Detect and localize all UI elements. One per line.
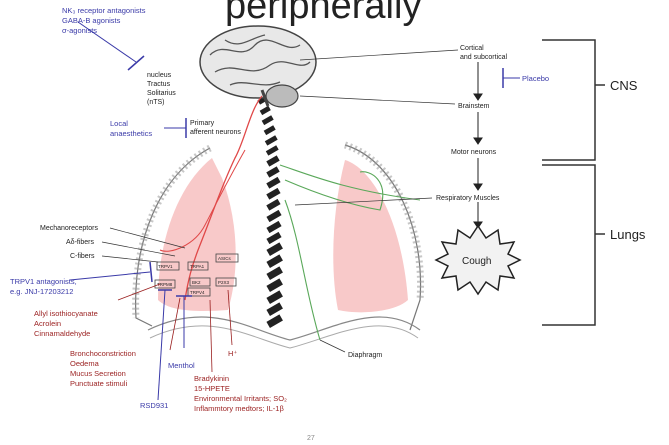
- slide-title: peripherally: [225, 0, 421, 27]
- adelta-fibers-label: Aδ-fibers: [66, 239, 95, 246]
- lungs-bracket: [542, 165, 595, 325]
- stimulus-proton-label: H⁺: [228, 349, 237, 358]
- stimulus-mucus-label: Mucus Secretion: [70, 369, 126, 378]
- receptor-asics-label: ASICs: [218, 256, 232, 261]
- brainstem-label: Brainstem: [458, 103, 490, 110]
- trpv1-antagonist-label-2: e.g. JNJ-17203212: [10, 287, 73, 296]
- diaphragm-label: Diaphragm: [348, 352, 382, 359]
- vertebra: [266, 290, 282, 304]
- cough-label: Cough: [462, 256, 491, 267]
- vertebra: [266, 188, 280, 200]
- stimulus-irritants-label: Environmental Irritants; SO₂: [194, 394, 287, 403]
- gaba-b-label: GABA-B agonists: [62, 16, 121, 25]
- nts-label-4: (nTS): [147, 99, 165, 106]
- nts-label-3: Solitarius: [147, 90, 176, 97]
- diaphragm-pointer: [320, 340, 345, 352]
- rsd931-line: [158, 290, 165, 400]
- primary-afferent-label-2: afferent neurons: [190, 129, 241, 136]
- flow-arrowhead: [474, 94, 482, 100]
- vertebra: [266, 166, 279, 177]
- right-lung: [333, 160, 408, 312]
- rsd931-label: RSD931: [140, 401, 168, 410]
- nts-label-2: Tractus: [147, 81, 171, 88]
- vertebra: [264, 125, 276, 135]
- flow-arrowhead: [474, 138, 482, 144]
- vertebra: [260, 106, 271, 115]
- flow-arrows: [474, 62, 482, 228]
- stimulus-punctuate-label: Punctuate stimuli: [70, 379, 127, 388]
- local-anaesthetics-label-2: anaesthetics: [110, 129, 152, 138]
- diaphragm-outline: [148, 317, 420, 340]
- primary-afferent-label-1: Primary: [190, 120, 215, 127]
- stimulus-hpete-label: 15-HPETE: [194, 384, 230, 393]
- placebo-label: Placebo: [522, 74, 549, 83]
- vertebra: [266, 242, 282, 256]
- vertebra: [266, 177, 280, 189]
- cns-region-label: CNS: [610, 78, 638, 93]
- cortical-label-2: and subcortical: [460, 54, 508, 61]
- local-anaesthetics-label-1: Local: [110, 119, 128, 128]
- receptor-trpa1-label: TRPA1: [190, 264, 205, 269]
- menthol-label: Menthol: [168, 361, 195, 370]
- vertebra: [262, 115, 274, 125]
- receptor-trpv1-label: TRPV1: [158, 264, 173, 269]
- motor-neurons-label: Motor neurons: [451, 149, 497, 156]
- c-fibers-label: C-fibers: [70, 253, 95, 260]
- stimulus-oedema-label: Oedema: [70, 359, 100, 368]
- right-lung-group: [333, 145, 420, 330]
- vertebra: [266, 232, 281, 244]
- cortical-pointer: [300, 50, 458, 60]
- flow-arrowhead: [474, 184, 482, 190]
- stimulus-allyl-label: Allyl isothiocyanate: [34, 309, 98, 318]
- brain-cerebellum: [266, 85, 298, 107]
- vertebra: [266, 266, 282, 280]
- vertebra: [266, 278, 282, 292]
- vertebra: [265, 135, 278, 145]
- brainstem-pointer: [300, 96, 455, 104]
- trpv1-antagonist-bar: [150, 262, 152, 282]
- vertebra: [266, 210, 281, 222]
- diaphragm-outline-inner: [150, 326, 418, 348]
- vertebra: [266, 302, 282, 316]
- vertebra: [266, 314, 282, 328]
- receptor-p2x3-label: P2X3: [218, 280, 230, 285]
- stimulus-arrow: [118, 284, 160, 300]
- receptor-trpv4-label: TRPV4: [190, 290, 205, 295]
- vertebra: [266, 145, 279, 155]
- cns-bracket: [542, 40, 595, 160]
- mechanoreceptors-label: Mechanoreceptors: [40, 225, 98, 232]
- lungs-region-label: Lungs: [610, 227, 646, 242]
- brain: [200, 26, 316, 107]
- stimulus-cinnamaldehyde-label: Cinnamaldehyde: [34, 329, 90, 338]
- vertebra: [266, 254, 282, 268]
- sigma-agonist-label: σ-agonists: [62, 26, 97, 35]
- cortical-label-1: Cortical: [460, 45, 484, 52]
- stimulus-acrolein-label: Acrolein: [34, 319, 61, 328]
- respiratory-muscles-label: Respiratory Muscles: [436, 195, 500, 202]
- stimulus-bradykinin-label: Bradykinin: [194, 374, 229, 383]
- page-number: 27: [307, 435, 315, 442]
- vertebra: [266, 155, 279, 166]
- stimulus-inflammatory-label: Inflammtory medtors; IL-1β: [194, 404, 284, 413]
- nk3-antagonist-label: NK₃ receptor antagonists: [62, 6, 146, 15]
- trpv1-antagonist-label-1: TRPV1 antagonists,: [10, 277, 77, 286]
- spinal-column: [258, 96, 283, 328]
- vertebra: [266, 199, 280, 211]
- stimulus-bronchoconstriction-label: Bronchoconstriction: [70, 349, 136, 358]
- vertebra: [266, 221, 281, 233]
- nts-label-1: nucleus: [147, 72, 172, 79]
- cfibers-pointer: [102, 256, 158, 262]
- receptor-bk2-label: BK2: [192, 280, 201, 285]
